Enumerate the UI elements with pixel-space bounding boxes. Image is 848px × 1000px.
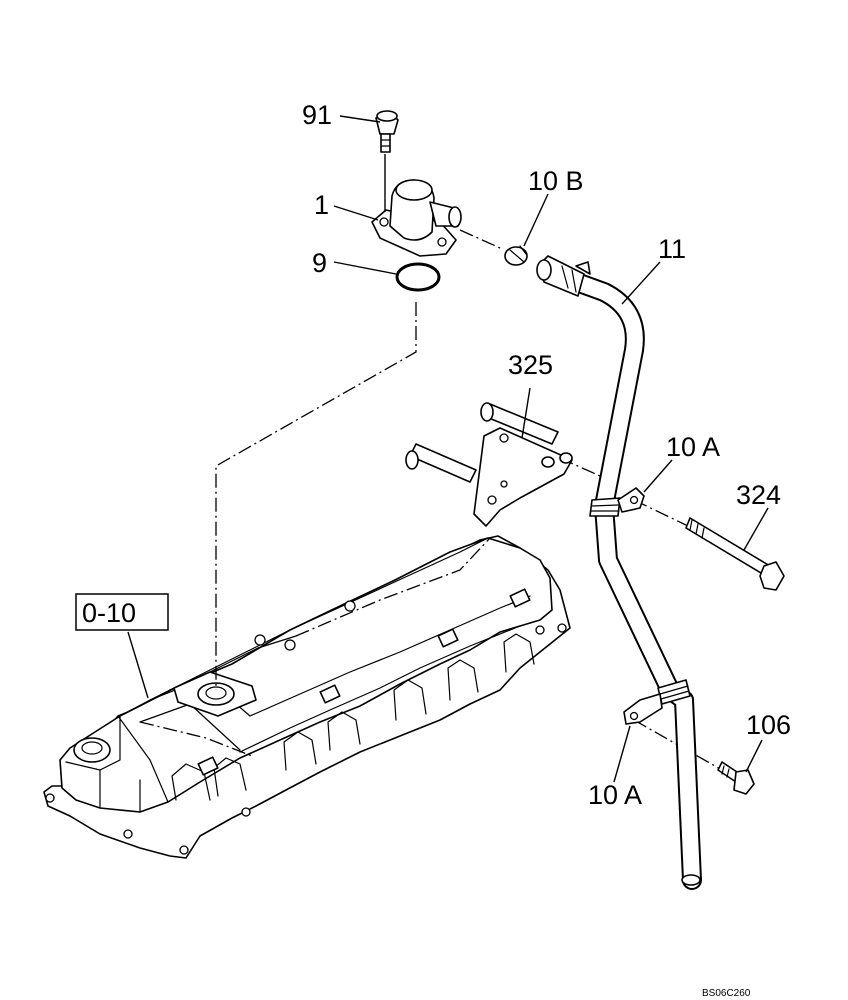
callout-9: 9 bbox=[312, 248, 327, 278]
alignment-line-hose-clip bbox=[459, 229, 501, 249]
callout-0-10: 0-10 bbox=[82, 598, 136, 628]
alignment-line-cover-ridge bbox=[295, 537, 491, 637]
breather-tube bbox=[536, 255, 702, 890]
callout-0-10-box bbox=[75, 593, 169, 631]
callout-10a-bottom: 10 A bbox=[588, 780, 642, 810]
bolt-106 bbox=[717, 761, 755, 795]
callout-325: 325 bbox=[508, 350, 553, 380]
callout-10a-top: 10 A bbox=[666, 432, 720, 462]
callout-324: 324 bbox=[736, 480, 781, 510]
bracket-325 bbox=[405, 402, 573, 527]
drawing-code: BS06C260 bbox=[702, 988, 751, 999]
alignment-line-breather bbox=[215, 302, 417, 690]
tube-clamp-10a-bottom bbox=[623, 693, 663, 725]
callout-10b: 10 B bbox=[528, 166, 584, 196]
alignment-line-bolt-324 bbox=[633, 499, 689, 527]
callout-91: 91 bbox=[302, 100, 332, 130]
callout-1: 1 bbox=[314, 190, 329, 220]
alignment-line-cover-edge bbox=[139, 721, 253, 757]
breather-housing bbox=[371, 179, 462, 257]
hose-clip-10b bbox=[504, 245, 528, 266]
callout-11: 11 bbox=[658, 234, 686, 264]
o-ring bbox=[395, 262, 441, 292]
bolt-324 bbox=[685, 517, 785, 591]
tube-clamp-10a-top bbox=[617, 487, 645, 513]
bolt-91 bbox=[375, 110, 399, 153]
valve-cover bbox=[43, 535, 571, 859]
callout-106: 106 bbox=[746, 710, 791, 740]
